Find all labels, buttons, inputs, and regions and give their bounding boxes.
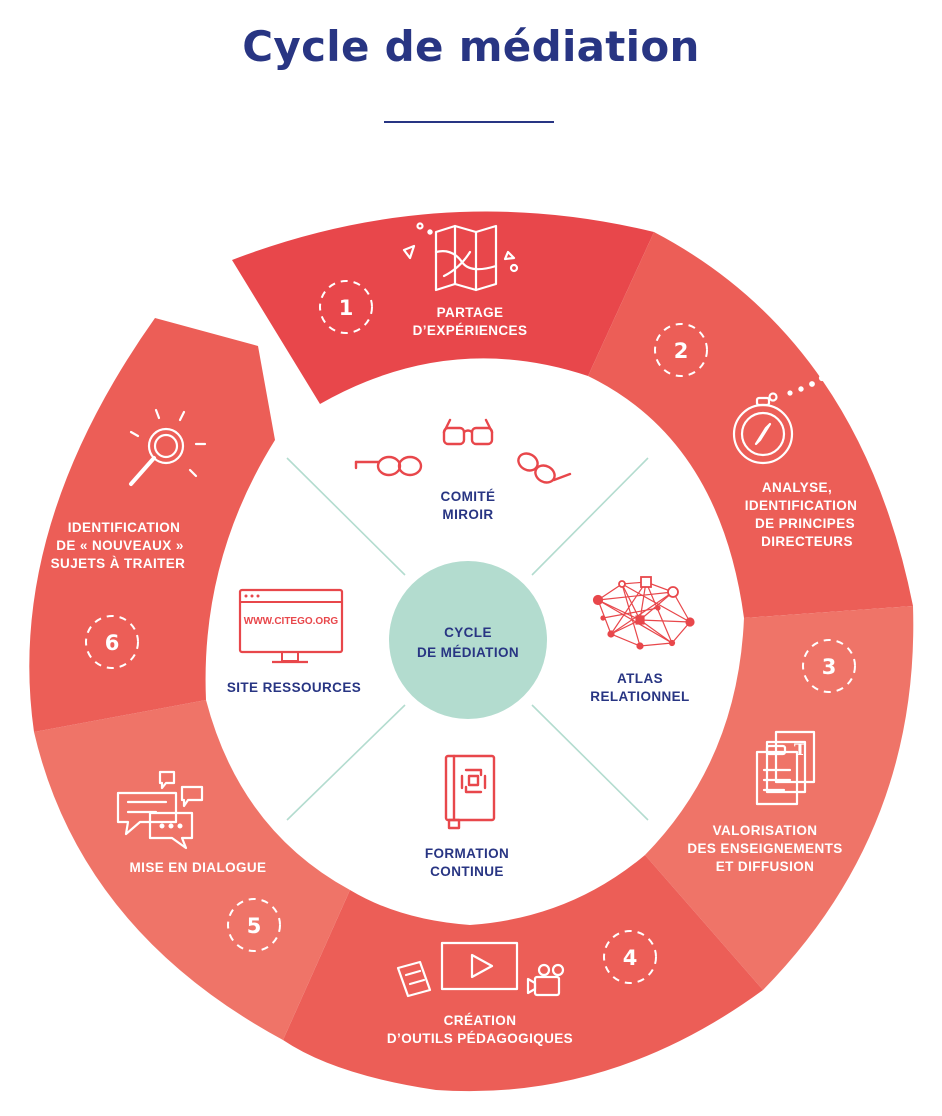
- center-hub[interactable]: CYCLE DE MÉDIATION: [389, 561, 547, 719]
- segment-3-number: 3: [822, 655, 837, 679]
- magnifier-icon: [129, 408, 207, 486]
- segment-6-label-line-3: SUJETS À TRAITER: [51, 556, 186, 571]
- badge-4-ring: [603, 930, 657, 984]
- segment-4-label-line-2: D’OUTILS PÉDAGOGIQUES: [387, 1031, 573, 1046]
- segment-2-label-line-1: ANALYSE,: [762, 480, 832, 495]
- segment-3-label-line-2: DES ENSEIGNEMENTS: [687, 841, 842, 856]
- tool-formation-label-line-2: CONTINUE: [430, 864, 504, 879]
- chat-bubbles-icon: [116, 770, 204, 850]
- video-tools-icon: [396, 941, 565, 998]
- segment-6-label-line-1: IDENTIFICATION: [68, 520, 181, 535]
- number-badges: [85, 280, 856, 984]
- network-icon: [592, 576, 695, 650]
- map-icon: [402, 222, 519, 292]
- center-label-line-2: DE MÉDIATION: [417, 645, 519, 660]
- compass-icon: [732, 374, 826, 465]
- tool-atlas-label-line-2: RELATIONNEL: [590, 689, 689, 704]
- glasses-icon: [354, 418, 572, 484]
- badge-5-ring: [227, 898, 281, 952]
- tool-comite-label-line-2: MIROIR: [442, 507, 493, 522]
- documents-icon: T: [755, 730, 816, 806]
- center-label-line-1: CYCLE: [444, 625, 492, 640]
- segment-1-shape[interactable]: [232, 211, 654, 404]
- segment-5-label-line-1: MISE EN DIALOGUE: [130, 860, 267, 875]
- page-title: Cycle de médiation: [242, 22, 700, 71]
- svg-text:T: T: [794, 740, 806, 759]
- segment-1-label-line-1: PARTAGE: [437, 305, 504, 320]
- segment-4-number: 4: [623, 946, 638, 970]
- segment-3-shape[interactable]: [645, 606, 914, 990]
- ring: [29, 211, 914, 1092]
- segment-2-number: 2: [674, 339, 689, 363]
- segment-6-number: 6: [105, 631, 120, 655]
- tool-comite-label-line-1: COMITÉ: [441, 489, 496, 504]
- notebook-icon: [444, 754, 496, 830]
- segment-4-shape[interactable]: [283, 855, 763, 1092]
- monitor-screen-text: WWW.CITEGO.ORG: [244, 616, 339, 627]
- tool-formation-label-line-1: FORMATION: [425, 846, 509, 861]
- segment-6-label-line-2: DE « NOUVEAUX »: [56, 538, 184, 553]
- segment-1-number: 1: [339, 296, 354, 320]
- monitor-icon: WWW.CITEGO.ORG: [238, 588, 344, 664]
- segment-5-number: 5: [247, 914, 262, 938]
- badge-3-ring: [802, 639, 856, 693]
- segment-2-label-line-3: DE PRINCIPES: [755, 516, 855, 531]
- tool-atlas-label-line-1: ATLAS: [617, 671, 663, 686]
- segment-2-shape[interactable]: [588, 232, 913, 618]
- badge-2-ring: [654, 323, 708, 377]
- segment-4-label-line-1: CRÉATION: [444, 1013, 517, 1028]
- badge-1-ring: [319, 280, 373, 334]
- inner-dividers: [286, 457, 649, 821]
- tool-labels: COMITÉ MIROIR ATLAS RELATIONNEL FORMATIO…: [227, 489, 689, 879]
- segment-3-label-line-1: VALORISATION: [713, 823, 818, 838]
- segment-labels: PARTAGE D’EXPÉRIENCES ANALYSE, IDENTIFIC…: [51, 305, 858, 1046]
- segment-5-shape[interactable]: [34, 700, 350, 1040]
- segment-1-label-line-2: D’EXPÉRIENCES: [413, 323, 528, 338]
- tool-site-label-line-1: SITE RESSOURCES: [227, 680, 361, 695]
- segment-2-label-line-2: IDENTIFICATION: [745, 498, 858, 513]
- center-circle: [389, 561, 547, 719]
- badge-6-ring: [85, 615, 139, 669]
- segment-2-label-line-4: DIRECTEURS: [761, 534, 853, 549]
- title-underline: [384, 121, 554, 123]
- segment-3-label-line-3: ET DIFFUSION: [716, 859, 815, 874]
